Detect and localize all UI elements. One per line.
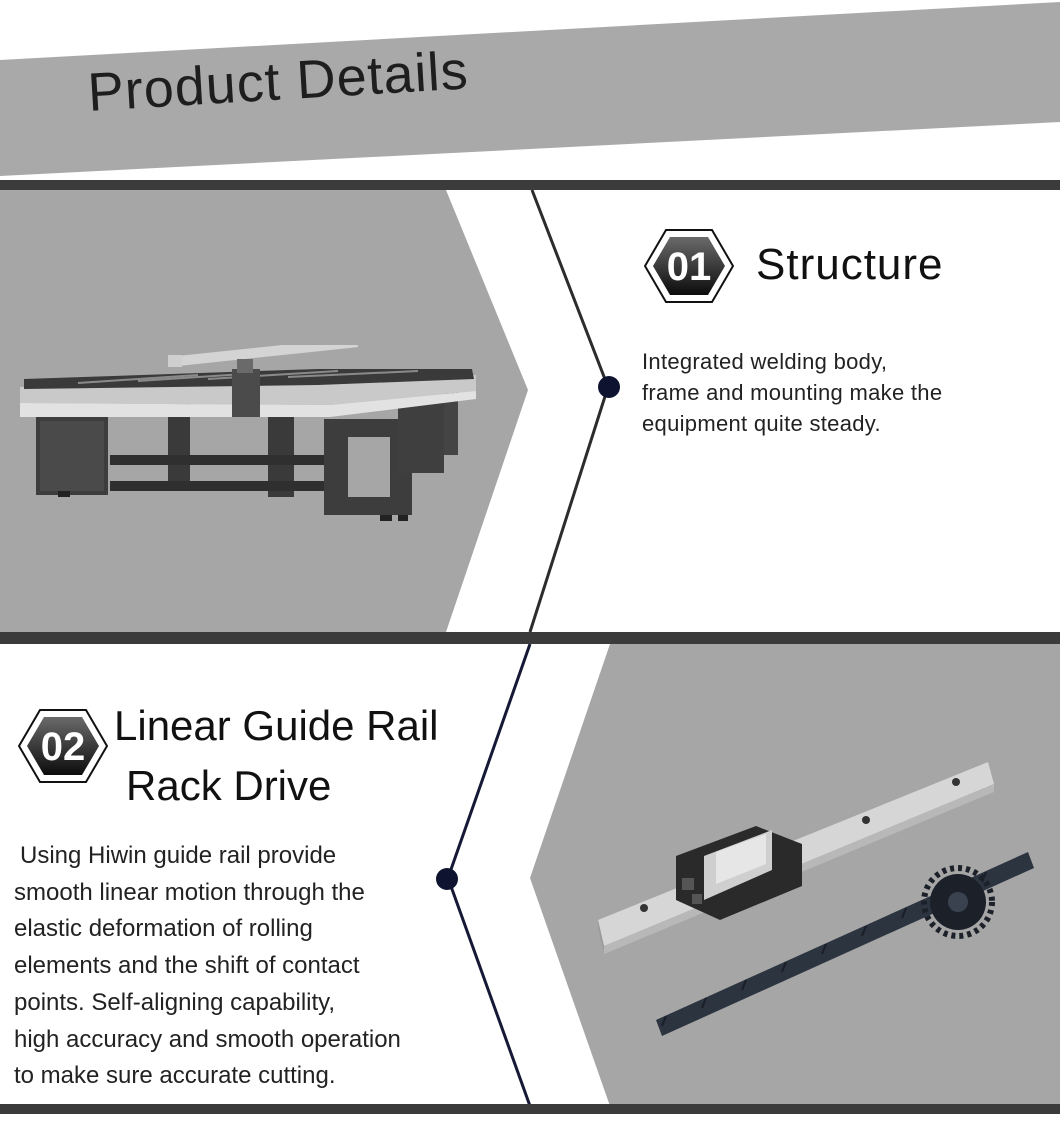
badge-01-icon: 01 xyxy=(644,229,734,303)
divider-middle xyxy=(0,632,1060,644)
desc-line: equipment quite steady. xyxy=(642,411,881,437)
section-title-rack-drive: Rack Drive xyxy=(126,762,332,809)
desc-line: smooth linear motion through the xyxy=(14,878,365,906)
section-desc-guide-rail: Using Hiwin guide rail provide smooth li… xyxy=(14,838,401,1095)
desc-line: points. Self-aligning capability, xyxy=(14,988,336,1016)
divider-bottom xyxy=(0,1104,1060,1114)
section-title-guide-rail: Linear Guide Rail xyxy=(114,702,439,749)
timeline-dot-1 xyxy=(598,376,620,398)
section-desc-structure: Integrated welding body, frame and mount… xyxy=(642,346,942,440)
desc-line: frame and mounting make the xyxy=(642,380,943,406)
timeline-dot-2 xyxy=(436,868,458,890)
badge-02-icon: 02 xyxy=(18,709,108,783)
badge-02-number: 02 xyxy=(41,725,86,769)
desc-line: elements and the shift of contact xyxy=(14,952,360,980)
desc-line: to make sure accurate cutting. xyxy=(14,1062,336,1090)
cnc-cutting-machine-photo xyxy=(20,345,476,521)
section-title-structure: Structure xyxy=(756,240,944,289)
linear-guide-rail-and-rack-photo xyxy=(598,762,1034,1036)
desc-line: elastic deformation of rolling xyxy=(14,915,313,943)
divider-top xyxy=(0,180,1060,190)
desc-line: Integrated welding body, xyxy=(642,349,888,374)
header-banner xyxy=(0,2,1060,176)
badge-01-number: 01 xyxy=(667,245,712,289)
desc-line: high accuracy and smooth operation xyxy=(14,1025,401,1053)
desc-line: Using Hiwin guide rail provide xyxy=(20,842,337,869)
